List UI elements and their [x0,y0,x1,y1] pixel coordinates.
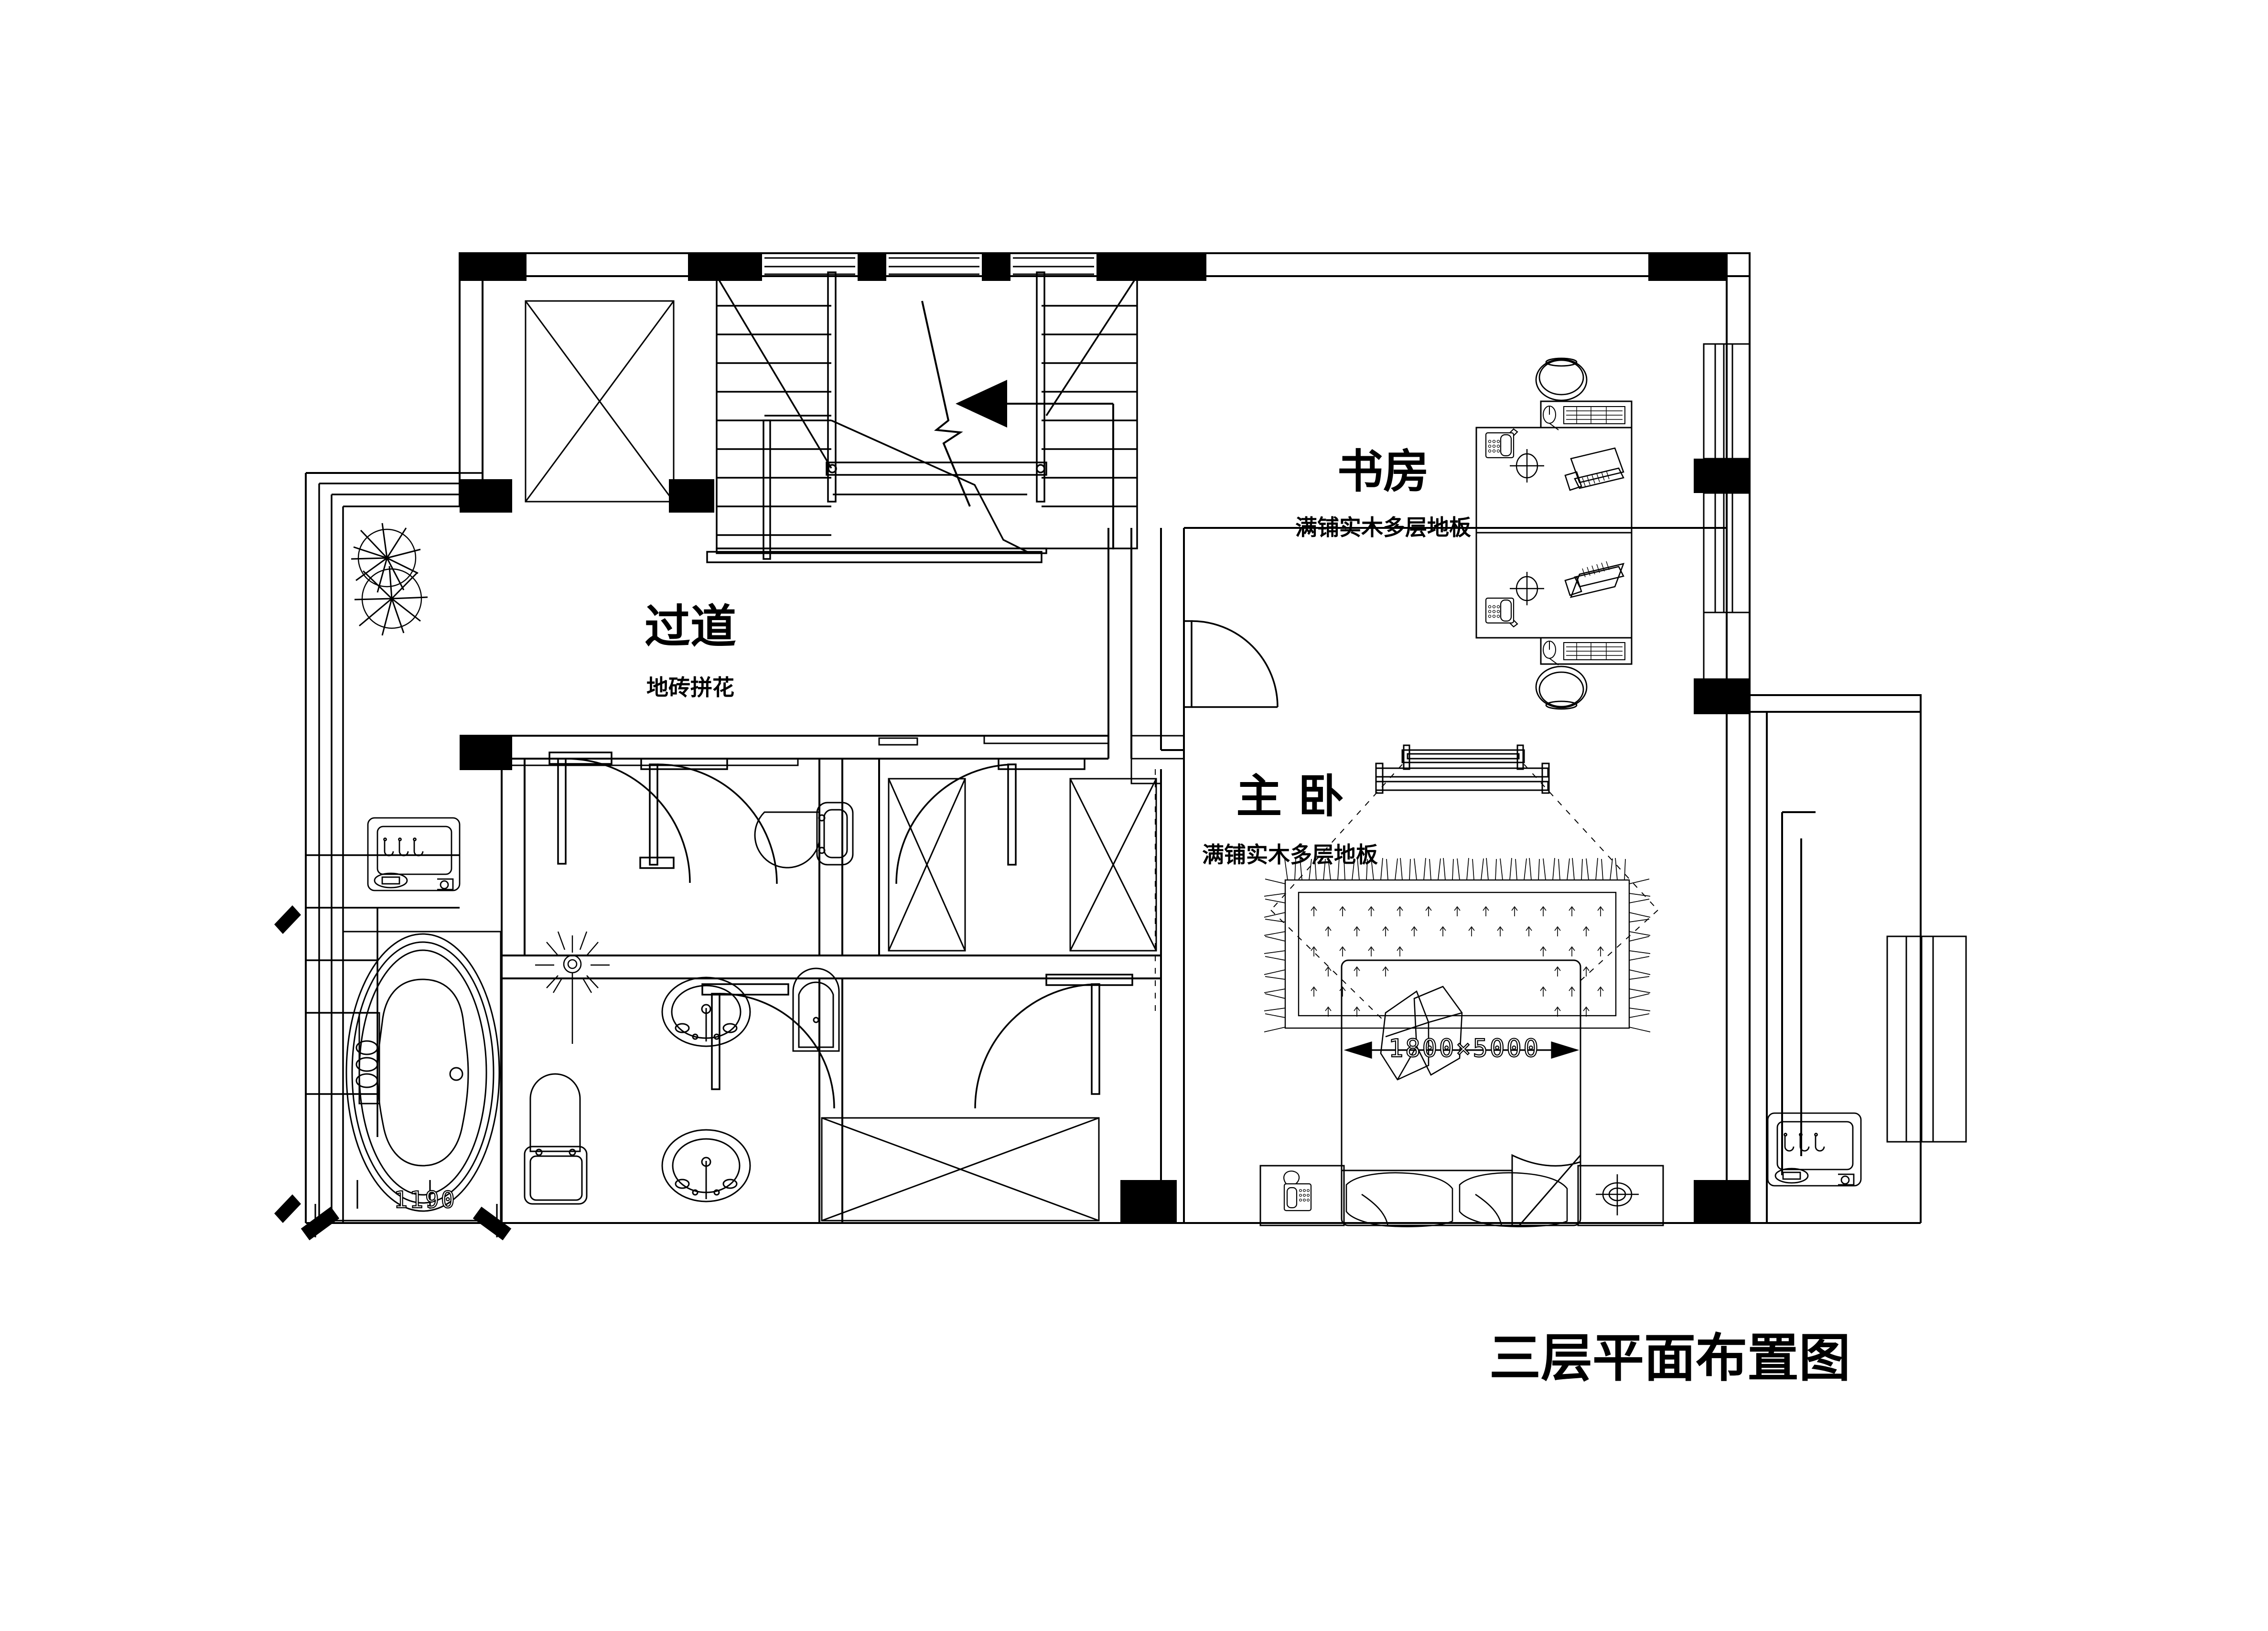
wash-basin-left [367,817,461,891]
wardrobe-2 [888,778,966,952]
toilet-1 [754,802,854,869]
door-bath-3 [895,758,1086,884]
dimension-texts: 1800×5000 1190 [393,1034,1540,1214]
keyboard-1 [1563,406,1625,424]
nightstand-right [1577,1165,1664,1226]
window-top-1 [764,257,855,275]
tap-icons-right [1784,1133,1825,1152]
desk-monitor-1 [1564,447,1624,491]
bed-double [1341,959,1581,1226]
structural-columns [460,253,1750,1223]
light-layout-guides [1155,764,1658,1023]
door-bath-5 [974,974,1133,1109]
drawing-title: 三层平面布置图 [1489,1329,1850,1388]
wardrobe-4 [821,1117,1100,1222]
corridor-details [501,735,1185,955]
office-chair-1 [1535,357,1588,401]
tap-icons-left [383,837,424,857]
oval-bathtub [342,931,502,1224]
window-glazing-top [764,257,1094,275]
oval-sink-2 [661,1129,751,1202]
dimension-bed-size: 1800×5000 [1388,1034,1540,1063]
stair-landing [706,415,1047,563]
room-finish-corridor: 地砖拼花 [646,675,734,700]
nightstand-left [1259,1165,1345,1226]
window-right-1 [1703,343,1751,460]
bathtub-tick-marks [274,905,301,1223]
door-corridor-to-bedroom [1183,620,1279,708]
desk-crosshair-2 [1510,572,1544,605]
dimension-left-width: 1190 [394,1187,457,1213]
staircase [716,271,1138,549]
window-right-3 [1703,612,1751,680]
bed-headboard-pillows [1345,1172,1568,1227]
mouse-2 [1543,641,1559,665]
toilet-2 [524,1073,588,1205]
wash-basin-right [1767,1112,1862,1187]
window-top-2 [889,257,979,275]
room-finish-study: 满铺实木多层地板 [1295,515,1471,540]
dimension-left-width [301,1180,512,1241]
balcony-plant-2 [354,566,428,636]
telephone-2 [1485,597,1518,628]
balcony-plant-1 [351,523,421,593]
rug-pile-texture [1311,906,1604,1017]
telephone-1 [1485,428,1518,459]
balcony-right [1749,694,1922,1224]
office-chair-2 [1535,665,1588,710]
desk-monitor-2 [1564,561,1625,598]
title-block: 三层平面布置图 [1489,1329,1850,1388]
stair-direction-arrow [956,380,1114,549]
window-top-3 [1013,257,1094,275]
desk-crosshair-1 [1510,449,1544,483]
room-labels: 过道 地砖拼花 书房 满铺实木多层地板 主 卧 满铺实木多层地板 [645,445,1471,868]
bidet [792,967,840,1052]
mouse-1 [1543,406,1559,430]
wardrobe-3 [1069,778,1157,952]
desk-lamp [1596,1174,1639,1215]
wardrobe-1 [525,300,675,503]
telephone-bedside [1283,1170,1312,1212]
room-finish-master-bedroom: 满铺实木多层地板 [1202,842,1378,868]
room-label-study: 书房 [1337,445,1429,498]
room-label-corridor: 过道 [645,600,736,654]
tv-console [1375,744,1550,794]
dimension-bed-width [1344,1041,1580,1059]
rug-fringe [1264,858,1651,1032]
keyboard-2 [1563,642,1625,660]
bed-pillows [1380,986,1463,1081]
shower-head [535,931,610,1044]
study-furniture [1475,400,1633,665]
area-rug [1264,858,1651,1032]
oval-sink-1 [661,976,751,1047]
room-label-master-bedroom: 主 卧 [1236,770,1344,823]
